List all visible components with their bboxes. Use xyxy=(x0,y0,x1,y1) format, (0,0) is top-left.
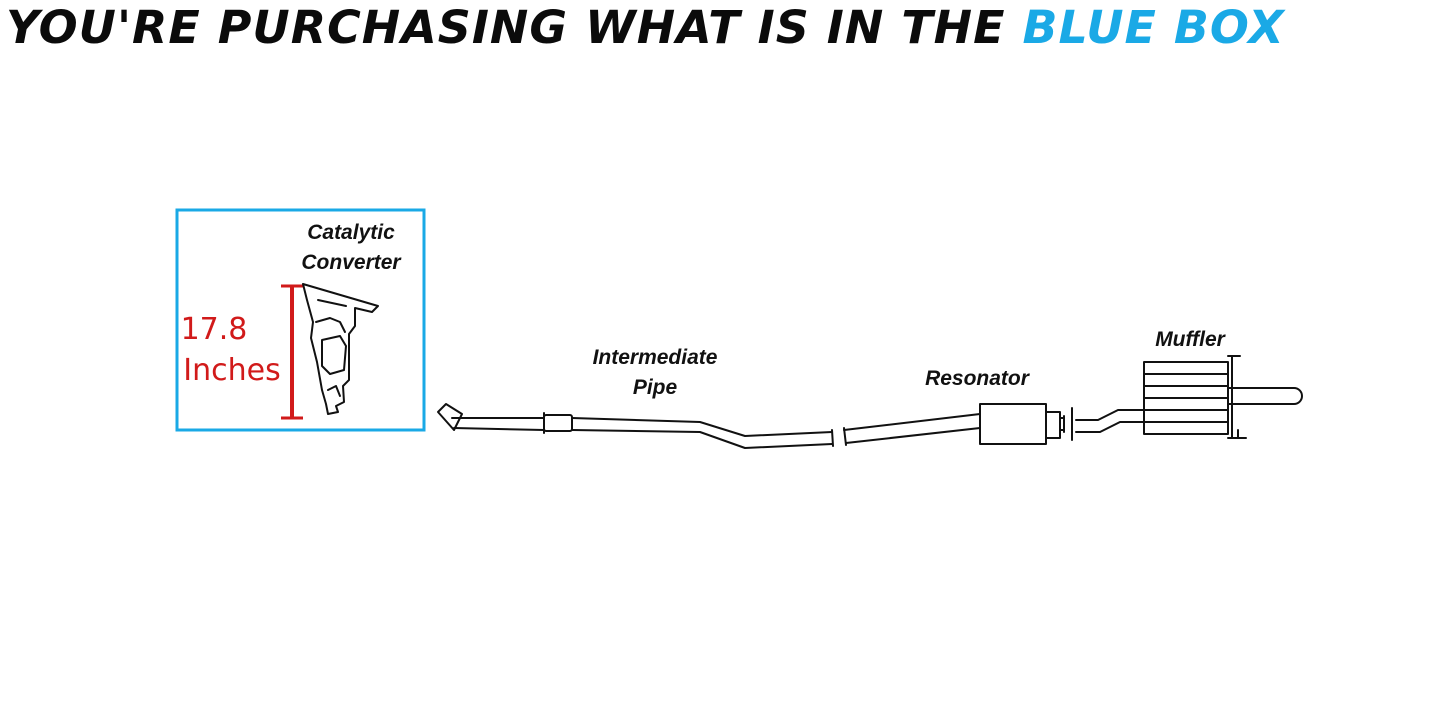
intermediate-pipe-label-line1: Intermediate xyxy=(593,346,718,369)
headline-text: YOU'RE PURCHASING WHAT IS IN THE xyxy=(6,1,1006,54)
intermediate-pipe-drawing xyxy=(437,403,834,449)
measurement-bar xyxy=(281,284,303,420)
muffler-label: Muffler xyxy=(1155,328,1226,351)
catalytic-converter-drawing xyxy=(302,283,379,415)
intermediate-pipe-label-line2: Pipe xyxy=(633,376,678,399)
muffler-drawing xyxy=(1071,355,1303,441)
catalytic-label-line1: Catalytic xyxy=(307,221,395,244)
catalytic-label-line2: Converter xyxy=(301,251,402,274)
resonator-label: Resonator xyxy=(925,367,1031,390)
resonator-drawing xyxy=(843,403,1065,446)
headline-highlight: BLUE BOX xyxy=(1022,1,1285,54)
measurement-value: 17.8 xyxy=(181,312,248,347)
measurement-unit: Inches xyxy=(183,353,280,388)
highlight-box xyxy=(175,208,426,432)
headline: YOU'RE PURCHASING WHAT IS IN THE BLUE BO… xyxy=(6,0,1445,56)
